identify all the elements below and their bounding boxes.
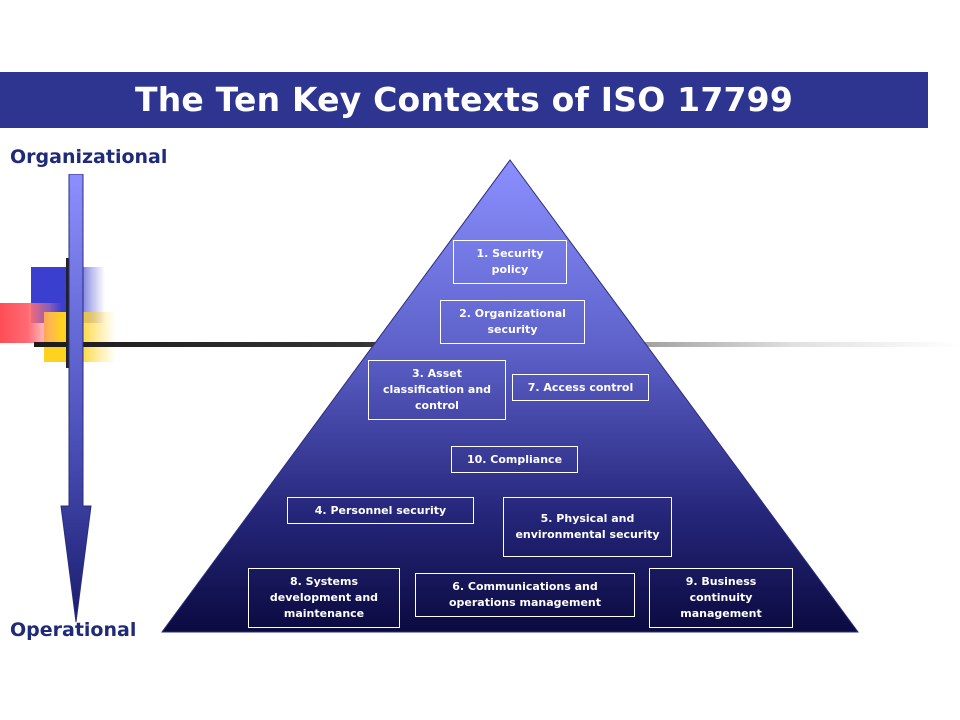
context-box-asset-classification: 3. Asset classification and control <box>368 360 506 420</box>
context-box-security-policy: 1. Security policy <box>453 240 567 284</box>
context-label: 9. Business continuity management <box>680 575 762 620</box>
context-label: 4. Personnel security <box>314 503 447 517</box>
decorative-red-square <box>0 303 62 343</box>
page-title: The Ten Key Contexts of ISO 17799 <box>135 80 793 119</box>
context-label: 10. Compliance <box>466 452 563 466</box>
context-box-organizational-security: 2. Organizational security <box>440 300 585 344</box>
decorative-vertical-line <box>66 258 70 368</box>
organizational-label: Organizational <box>10 146 168 168</box>
context-box-communications-operations: 6. Communications and operations managem… <box>415 573 635 617</box>
context-label: 1. Security policy <box>476 247 544 276</box>
context-label: 2. Organizational security <box>459 307 566 336</box>
context-box-business-continuity: 9. Business continuity management <box>649 568 793 628</box>
context-label: 6. Communications and operations managem… <box>448 580 602 609</box>
context-box-access-control: 7. Access control <box>512 374 649 401</box>
down-arrow-icon <box>60 174 92 623</box>
context-label: 8. Systems development and maintenance <box>269 575 379 620</box>
title-bar: The Ten Key Contexts of ISO 17799 <box>0 72 928 128</box>
operational-label: Operational <box>10 619 137 641</box>
context-box-physical-environmental-security: 5. Physical and environmental security <box>503 497 672 557</box>
pyramid-shape <box>161 159 859 633</box>
context-label: 5. Physical and environmental security <box>515 512 660 541</box>
context-label: 3. Asset classification and control <box>382 367 492 412</box>
context-box-systems-development: 8. Systems development and maintenance <box>248 568 400 628</box>
context-box-compliance: 10. Compliance <box>451 446 578 473</box>
context-label: 7. Access control <box>527 380 634 394</box>
context-box-personnel-security: 4. Personnel security <box>287 497 474 524</box>
